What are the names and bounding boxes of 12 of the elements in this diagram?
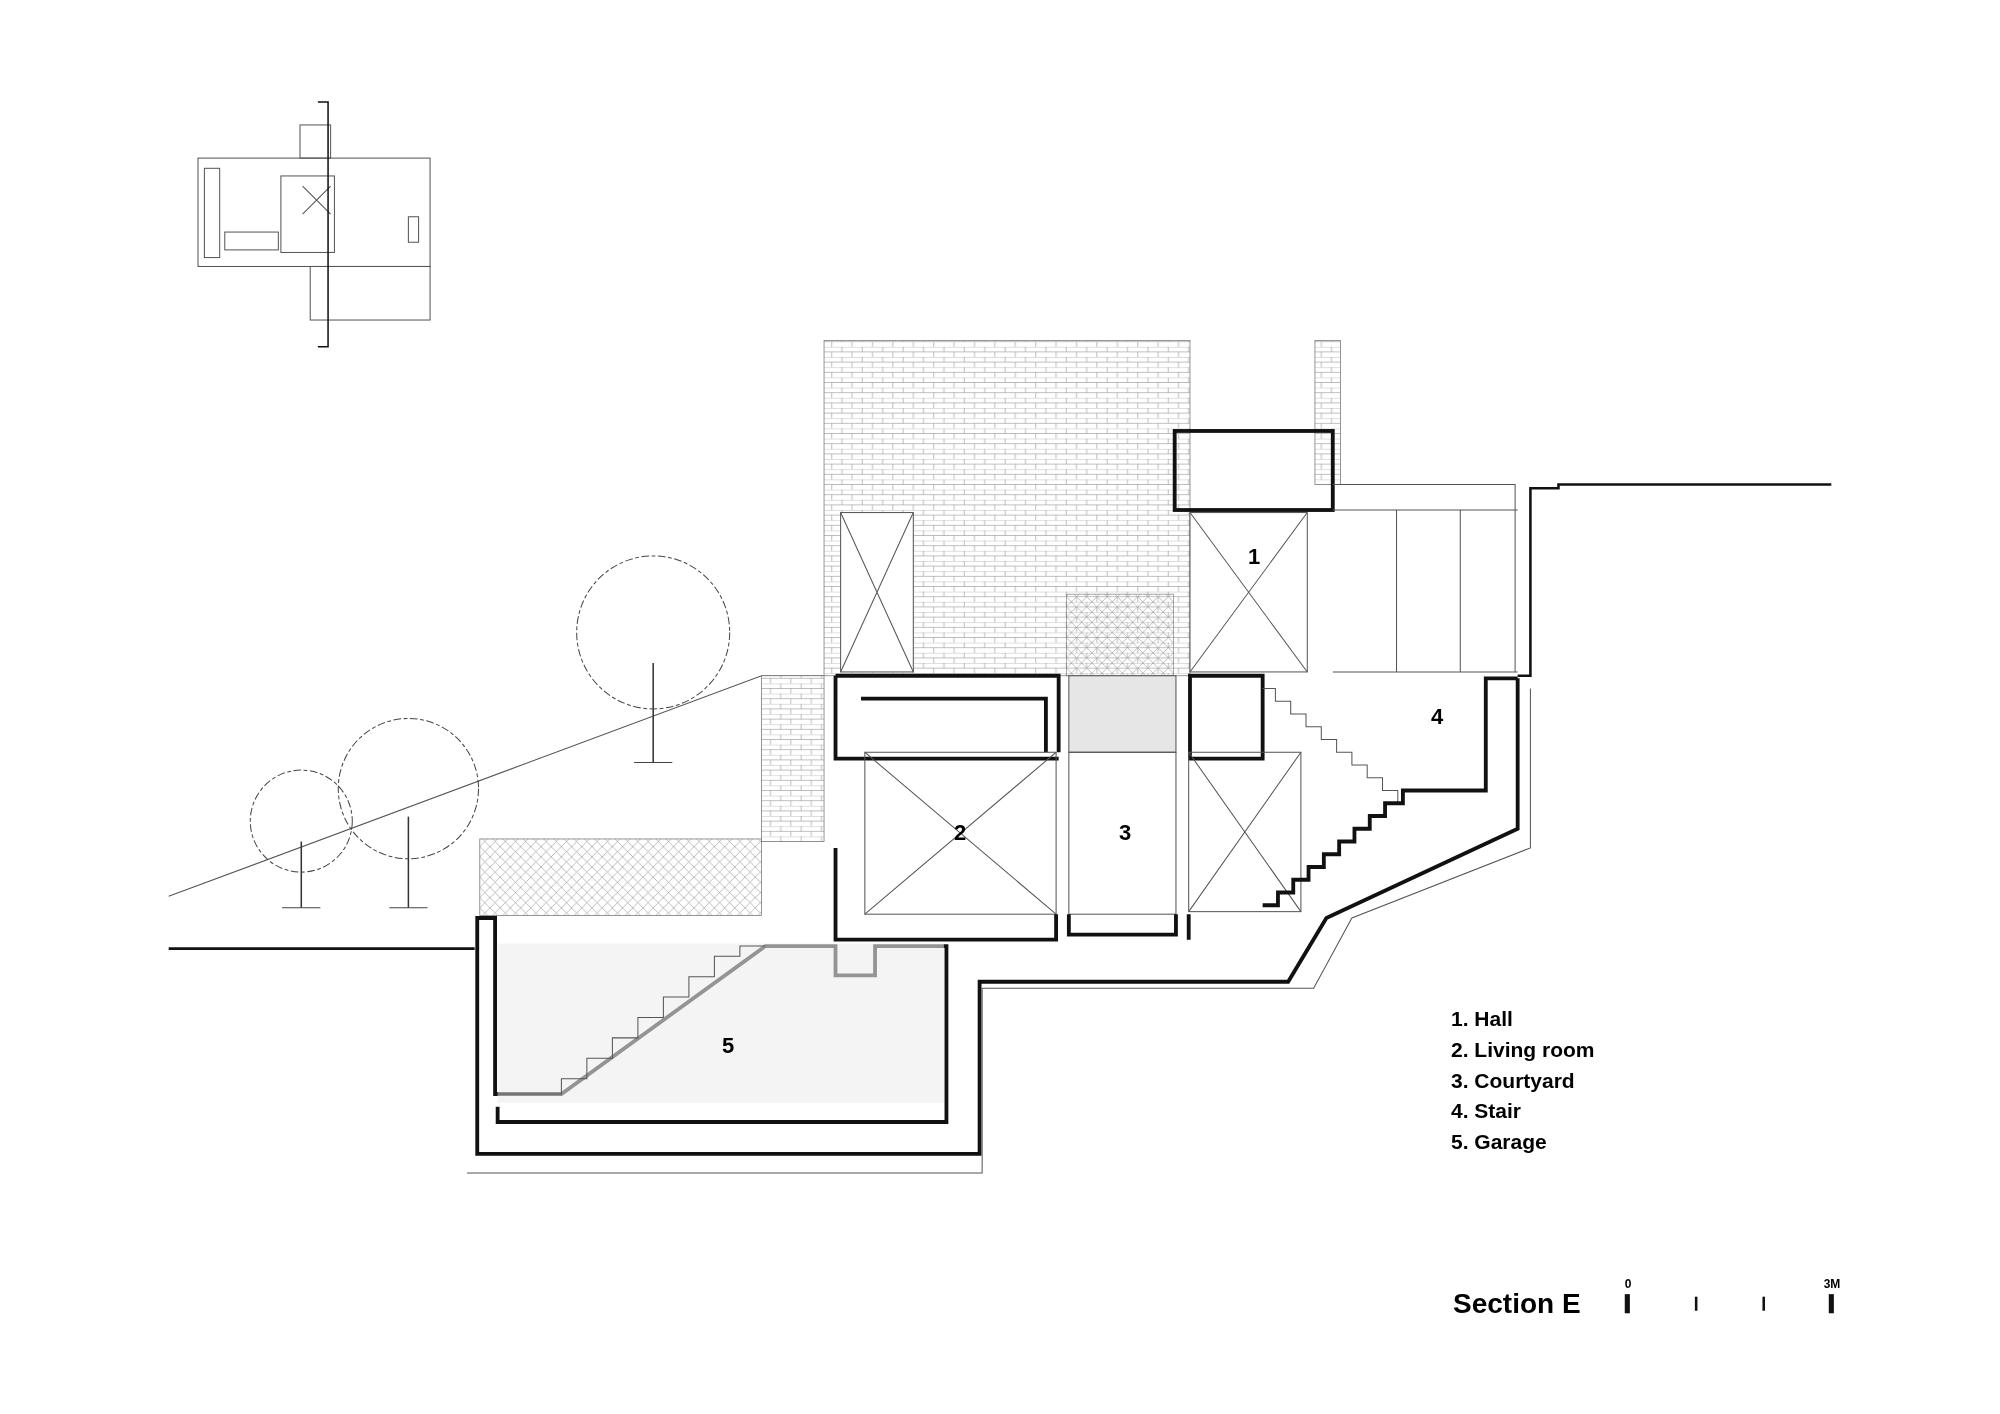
legend-item: 2. Living room xyxy=(1451,1038,1595,1060)
scale-label: 3M xyxy=(1823,1278,1841,1290)
room-number: 4 xyxy=(1430,706,1444,728)
legend-item: 4. Stair xyxy=(1451,1099,1522,1121)
legend-item: 3. Courtyard xyxy=(1451,1069,1575,1091)
legend-item: 1. Hall xyxy=(1451,1007,1513,1029)
room-number: 1 xyxy=(1247,546,1261,568)
room-number: 3 xyxy=(1118,822,1132,844)
legend-item: 5. Garage xyxy=(1451,1130,1547,1152)
room-number: 5 xyxy=(721,1035,735,1057)
scale-label: 0 xyxy=(1624,1278,1632,1290)
drawing-title: Section E xyxy=(1453,1287,1581,1321)
